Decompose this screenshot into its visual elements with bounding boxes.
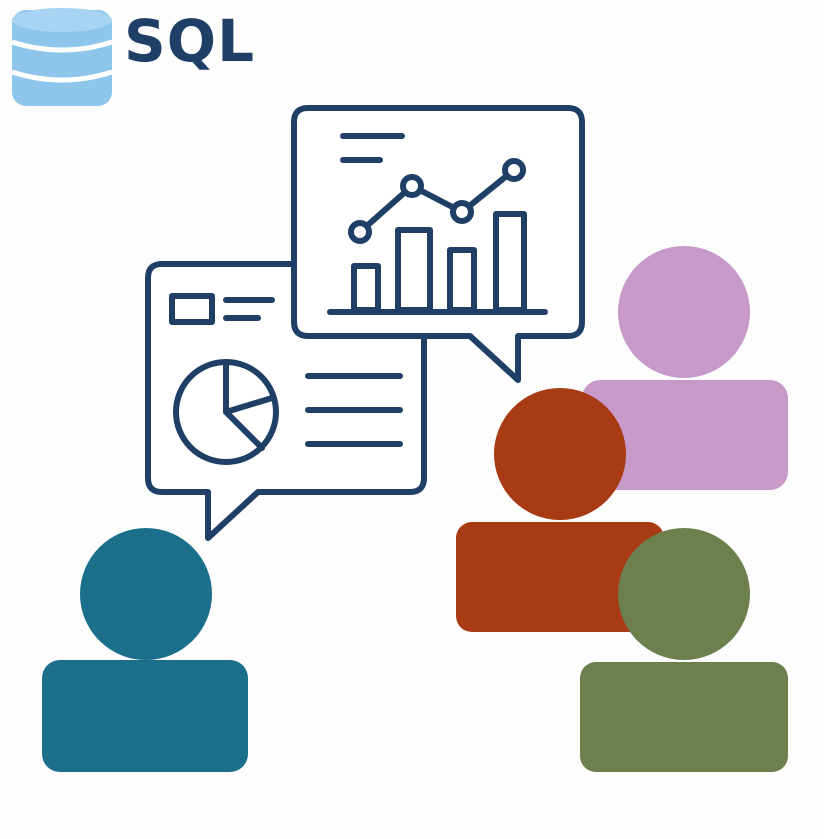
trend-line bbox=[357, 167, 517, 235]
report-content bbox=[169, 293, 403, 465]
database-dividers bbox=[11, 39, 113, 83]
person-icon bbox=[456, 388, 664, 632]
point bbox=[502, 158, 526, 182]
report-chat-bubble-icon bbox=[145, 261, 427, 541]
point bbox=[348, 220, 372, 244]
person-icon bbox=[582, 246, 788, 490]
dashboard-chart bbox=[327, 133, 548, 315]
sql-logo-text: SQL bbox=[124, 7, 256, 75]
database-icon bbox=[12, 8, 112, 106]
report-tag bbox=[169, 293, 215, 325]
person-icon bbox=[42, 528, 248, 772]
person-icon bbox=[580, 528, 788, 772]
point bbox=[450, 200, 474, 224]
point bbox=[400, 174, 424, 198]
